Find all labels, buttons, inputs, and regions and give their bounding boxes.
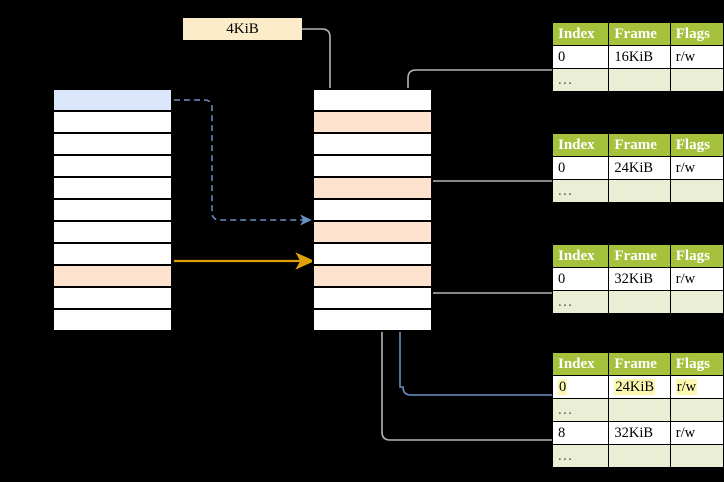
cell-frame: 24KiB bbox=[608, 375, 671, 399]
cell-flags: r/w bbox=[669, 267, 724, 291]
virtual-page-row-3 bbox=[53, 155, 172, 177]
cell-frame: 16KiB bbox=[608, 45, 671, 69]
virtual-page-row-5 bbox=[53, 199, 172, 221]
column-header-frame: Frame bbox=[608, 352, 671, 376]
physical-frame-row-9 bbox=[313, 287, 432, 309]
cell-frame bbox=[608, 68, 671, 92]
column-header-flags: Flags bbox=[669, 352, 724, 376]
cell-index: ... bbox=[551, 290, 610, 314]
cell-index: ... bbox=[551, 68, 610, 92]
physical-frame-row-6 bbox=[313, 221, 432, 243]
virtual-page-row-8 bbox=[53, 265, 172, 287]
wire-table2-to-physical bbox=[418, 180, 552, 222]
column-header-frame: Frame bbox=[608, 22, 671, 46]
page-size-label: 4KiB bbox=[183, 18, 302, 40]
wire-table3-to-physical bbox=[418, 261, 552, 294]
wire-virtual-selected-dashed bbox=[174, 99, 312, 226]
column-header-frame: Frame bbox=[608, 244, 671, 268]
table-row-ellipsis: ... bbox=[551, 290, 724, 314]
cell-flags bbox=[669, 444, 724, 468]
cell-flags bbox=[669, 398, 724, 422]
cell-frame: 24KiB bbox=[608, 156, 671, 180]
cell-flags: r/w bbox=[669, 421, 724, 445]
physical-frame-row-2 bbox=[313, 133, 432, 155]
cell-flags bbox=[669, 68, 724, 92]
cell-frame bbox=[608, 398, 671, 422]
physical-frame-row-1 bbox=[313, 111, 432, 133]
cell-frame bbox=[608, 290, 671, 314]
cell-flags: r/w bbox=[669, 375, 724, 399]
cell-index: 8 bbox=[551, 421, 610, 445]
cell-flags bbox=[669, 290, 724, 314]
virtual-page-row-1 bbox=[53, 111, 172, 133]
table-row-ellipsis: ... bbox=[551, 444, 724, 468]
column-header-index: Index bbox=[551, 133, 610, 157]
physical-frame-row-3 bbox=[313, 155, 432, 177]
virtual-page-row-4 bbox=[53, 177, 172, 199]
cell-flags: r/w bbox=[669, 45, 724, 69]
table-row-ellipsis: ... bbox=[551, 68, 724, 92]
cell-index: 0 bbox=[551, 267, 610, 291]
column-header-flags: Flags bbox=[669, 244, 724, 268]
virtual-page-row-7 bbox=[53, 243, 172, 265]
virtual-page-row-6 bbox=[53, 221, 172, 243]
physical-frame-row-0 bbox=[313, 89, 432, 111]
cell-flags: r/w bbox=[669, 156, 724, 180]
table-row-ellipsis: ... bbox=[551, 179, 724, 203]
virtual-page-row-10 bbox=[53, 309, 172, 331]
column-header-index: Index bbox=[551, 244, 610, 268]
virtual-page-row-9 bbox=[53, 287, 172, 309]
virtual-page-row-0 bbox=[53, 89, 172, 111]
physical-frame-row-7 bbox=[313, 243, 432, 265]
cell-index: 0 bbox=[551, 375, 610, 399]
column-header-flags: Flags bbox=[669, 133, 724, 157]
physical-memory-column bbox=[312, 88, 433, 332]
physical-frame-row-10 bbox=[313, 309, 432, 331]
cell-index: 0 bbox=[551, 45, 610, 69]
cell-frame: 32KiB bbox=[608, 267, 671, 291]
cell-frame: 32KiB bbox=[608, 421, 671, 445]
virtual-address-space-column bbox=[52, 88, 173, 332]
column-header-index: Index bbox=[551, 352, 610, 376]
cell-frame bbox=[608, 179, 671, 203]
table-row-ellipsis: ... bbox=[551, 398, 724, 422]
cell-index: ... bbox=[551, 444, 610, 468]
physical-frame-row-8 bbox=[313, 265, 432, 287]
cell-index: 0 bbox=[551, 156, 610, 180]
physical-frame-row-5 bbox=[313, 199, 432, 221]
physical-frame-row-4 bbox=[313, 177, 432, 199]
cell-frame bbox=[608, 444, 671, 468]
cell-index: ... bbox=[551, 398, 610, 422]
virtual-page-row-2 bbox=[53, 133, 172, 155]
column-header-frame: Frame bbox=[608, 133, 671, 157]
cell-index: ... bbox=[551, 179, 610, 203]
column-header-flags: Flags bbox=[669, 22, 724, 46]
cell-flags bbox=[669, 179, 724, 203]
column-header-index: Index bbox=[551, 22, 610, 46]
